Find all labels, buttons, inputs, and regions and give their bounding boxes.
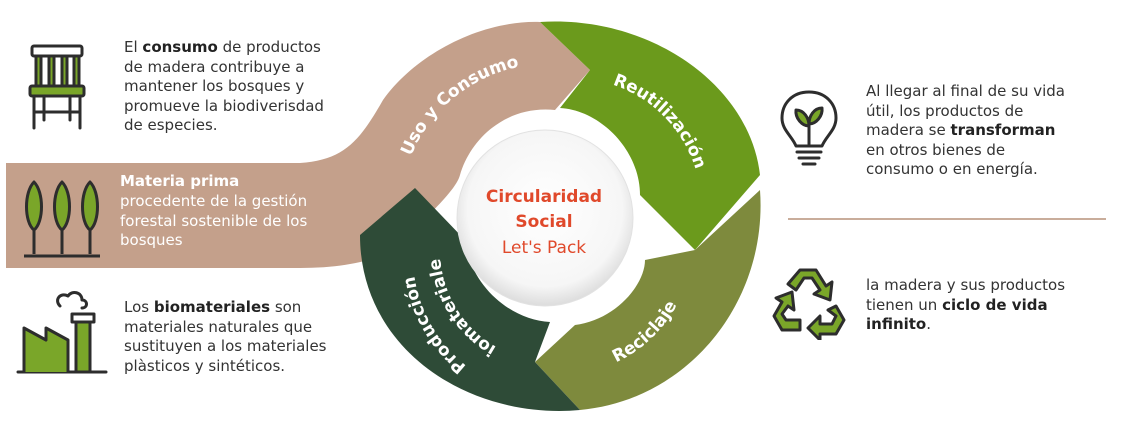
ciclo-pre: la madera y sus productos tienen un — [866, 276, 1066, 314]
center-line-3: Let's Pack — [501, 238, 587, 258]
center-line-1: Circularidad — [485, 187, 603, 207]
segment-uso-consumo — [6, 21, 590, 269]
factory-icon — [16, 291, 108, 374]
transforman-bold: transforman — [950, 121, 1056, 140]
biomateriales-rest: son materiales naturales que sustituyen … — [124, 298, 327, 375]
consumo-text: El consumo de productos de madera contri… — [124, 38, 344, 136]
ciclo-rest: . — [926, 315, 932, 334]
center-line-2: Social — [515, 212, 573, 232]
divider-line — [788, 218, 1106, 220]
consumo-bold: consumo — [142, 38, 218, 56]
center-circle — [456, 129, 634, 307]
materia-rest: procedente de la gestión forestal sosten… — [120, 191, 308, 250]
consumo-rest: de productos de madera contribuye a mant… — [124, 38, 324, 135]
segment-produccion-biomateriales — [360, 188, 580, 411]
ciclo-text: la madera y sus productos tienen un cicl… — [866, 276, 1081, 335]
transforman-pre: Al llegar al final de su vida útil, los … — [866, 82, 1065, 140]
biomateriales-bold: biomateriales — [153, 298, 271, 316]
transforman-text: Al llegar al final de su vida útil, los … — [866, 82, 1076, 180]
consumo-pre: El — [124, 38, 143, 56]
segment-reciclaje — [535, 190, 761, 410]
chair-icon — [28, 44, 86, 130]
trees-icon — [24, 180, 100, 258]
biomateriales-pre: Los — [124, 298, 154, 316]
recycle-icon — [772, 268, 846, 340]
transforman-rest: en otros bienes de consumo o en energía. — [866, 140, 1038, 179]
ciclo-bold: ciclo de vida infinito — [866, 295, 1048, 334]
materia-prima-text: Materia prima procedente de la gestión f… — [120, 172, 320, 251]
lightbulb-leaf-icon — [780, 90, 838, 166]
biomateriales-text: Los biomateriales son materiales natural… — [124, 298, 340, 376]
segment-reutilizacion — [540, 21, 760, 250]
materia-bold: Materia prima — [120, 172, 240, 190]
center-title: Circularidad Social Let's Pack — [470, 185, 618, 261]
